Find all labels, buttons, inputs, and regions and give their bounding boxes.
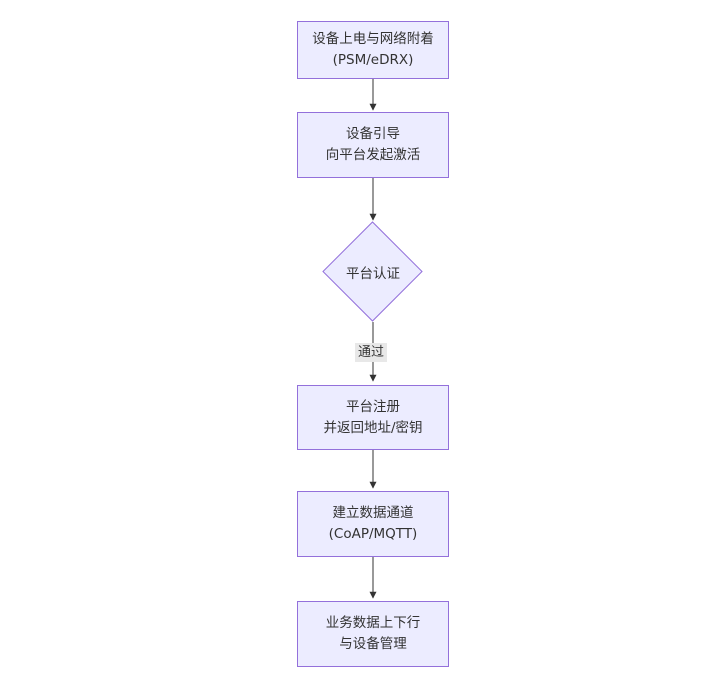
node-business-line2: 与设备管理 (339, 636, 407, 652)
node-power-attach: 设备上电与网络附着 (PSM/eDRX) (297, 21, 449, 79)
node-channel-line2: (CoAP/MQTT) (328, 526, 418, 542)
node-business: 业务数据上下行 与设备管理 (297, 601, 449, 667)
node-power-attach-line1: 设备上电与网络附着 (312, 31, 434, 47)
node-power-attach-line2: (PSM/eDRX) (332, 52, 414, 68)
node-bootstrap-line1: 设备引导 (346, 126, 400, 142)
node-register-line1: 平台注册 (346, 398, 400, 415)
node-bootstrap-line2: 向平台发起激活 (325, 147, 421, 163)
node-auth-label: 平台认证 (346, 266, 400, 282)
node-business-line1: 业务数据上下行 (325, 615, 421, 631)
node-channel: 建立数据通道 (CoAP/MQTT) (297, 491, 449, 557)
node-register: 平台注册 并返回地址/密钥 (297, 385, 449, 450)
edge-label-pass: 通过 (355, 343, 388, 362)
node-channel-line1: 建立数据通道 (332, 505, 414, 521)
node-register-line2: 并返回地址/密钥 (323, 419, 423, 436)
node-bootstrap: 设备引导 向平台发起激活 (297, 112, 449, 178)
